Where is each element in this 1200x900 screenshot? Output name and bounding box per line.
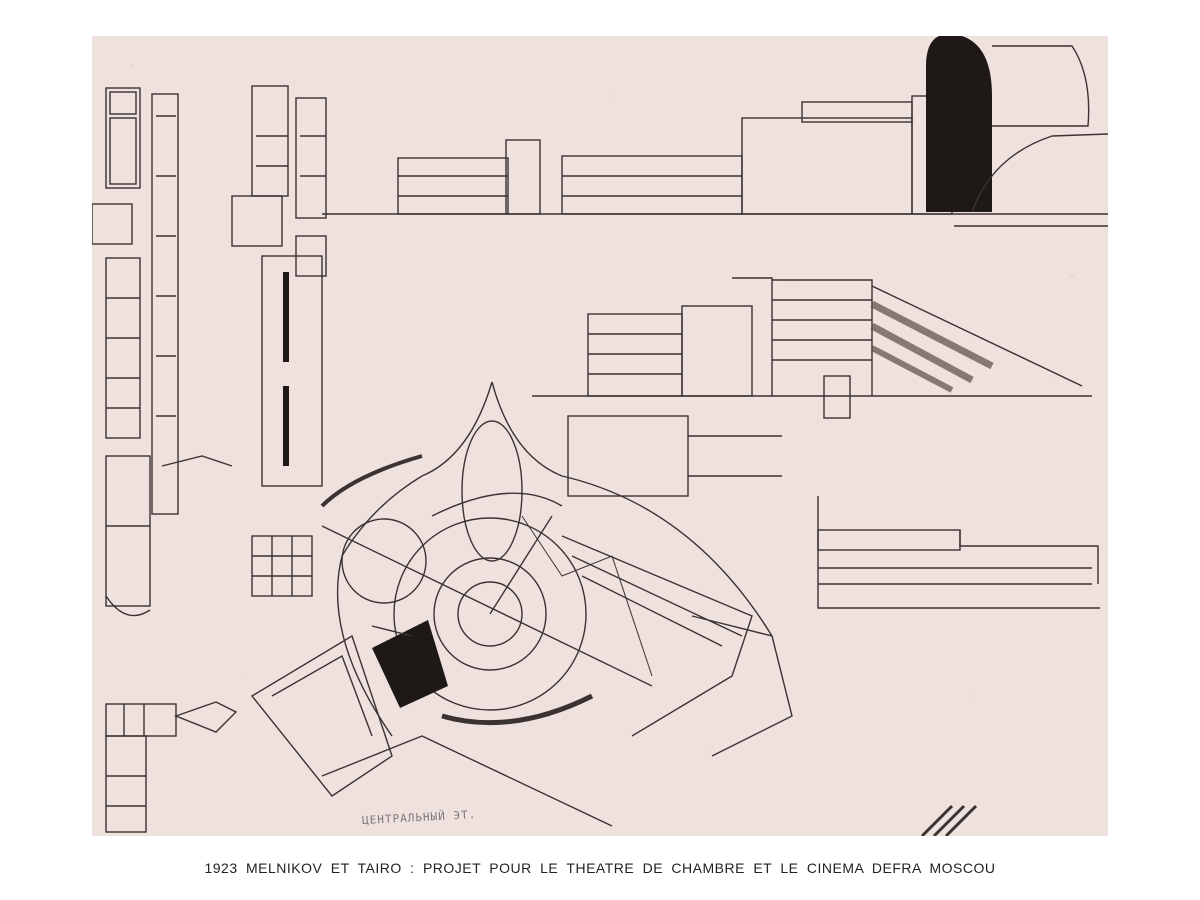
bottom-left-plan xyxy=(105,701,238,833)
middle-section xyxy=(532,277,1092,497)
upper-elevation xyxy=(322,36,1108,227)
right-section xyxy=(817,496,1100,609)
theatre-plan xyxy=(250,381,793,827)
architectural-drawing xyxy=(92,36,1108,836)
paper-texture xyxy=(130,64,1074,747)
left-plan-strip xyxy=(92,87,233,617)
figure-caption: 1923 MELNIKOV ET TAIRO : PROJET POUR LE … xyxy=(204,860,996,876)
architectural-drawing-plate: ЦЕНТРАЛЬНЫЙ ЭТ. xyxy=(92,36,1108,836)
stair-hatch xyxy=(920,804,978,836)
central-plan-strip xyxy=(231,85,327,597)
